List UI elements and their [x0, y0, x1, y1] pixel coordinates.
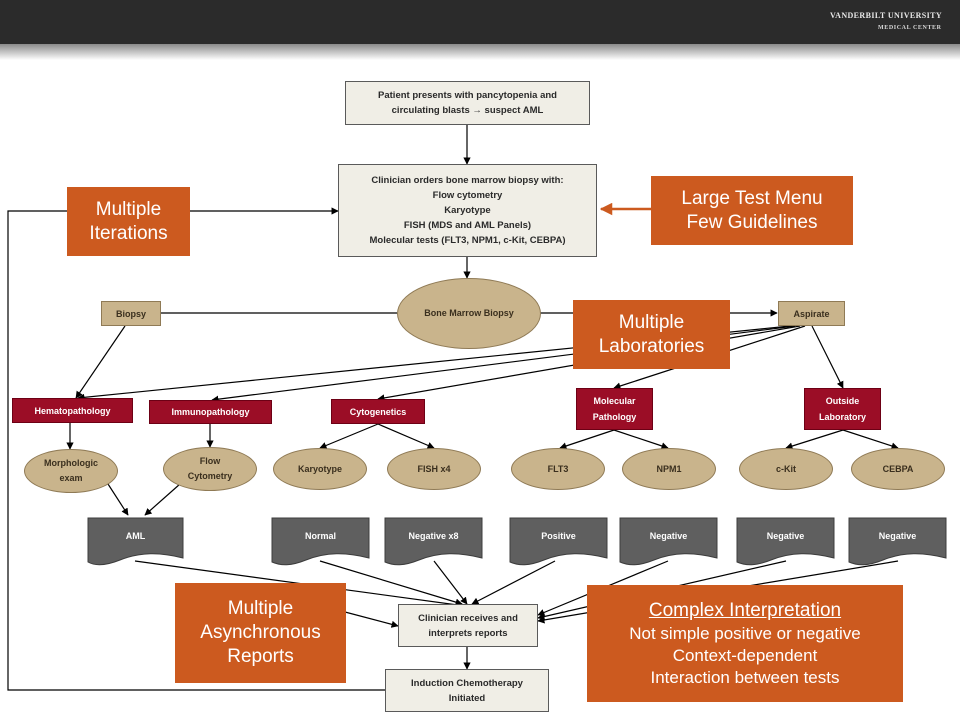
complex-title: Complex Interpretation	[648, 599, 842, 621]
callout-large-test-menu: Large Test Menu Few Guidelines	[651, 176, 853, 245]
test-flow-cytometry: Flow Cytometry	[163, 447, 257, 491]
complex-line3: Interaction between tests	[650, 667, 840, 687]
clinician-receives-box: Clinician receives and interprets report…	[398, 604, 538, 647]
report-shape-negative-ckit	[736, 517, 835, 566]
bone-marrow-biopsy-oval: Bone Marrow Biopsy	[397, 278, 541, 349]
test-ckit: c-Kit	[739, 448, 833, 490]
connector-outside-cebpa	[842, 429, 899, 450]
induction-box: Induction Chemotherapy Initiated	[385, 669, 549, 712]
connector-outside-ckit	[785, 429, 844, 450]
vanderbilt-logo: VANDERBILT UNIVERSITY MEDICAL CENTER	[830, 9, 952, 37]
orders-box: Clinician orders bone marrow biopsy with…	[338, 164, 597, 257]
result-negative-cebpa: Negative	[878, 531, 917, 541]
result-positive: Positive	[541, 531, 576, 541]
test-fish: FISH x4	[387, 448, 481, 490]
test-cebpa: CEBPA	[851, 448, 945, 490]
lab-cytogenetics: Cytogenetics	[331, 399, 425, 424]
report-shape-negative-x8	[384, 517, 483, 566]
connector-positive-clinician	[471, 560, 556, 605]
test-morphologic-exam: Morphologic exam	[24, 449, 118, 493]
connector-normal-clinician	[319, 560, 463, 606]
connector-molec-flt3	[559, 429, 615, 450]
connector-morph-aml	[107, 483, 129, 516]
logo-line1: VANDERBILT UNIVERSITY	[830, 11, 943, 20]
aspirate-box: Aspirate	[778, 301, 845, 326]
connector-aspirate-outside	[811, 325, 844, 389]
connector-fish-clinician	[433, 560, 468, 605]
lab-immunopathology: Immunopathology	[149, 400, 272, 424]
callout-multiple-iterations: Multiple Iterations	[67, 187, 190, 256]
complex-line1: Not simple positive or negative	[629, 623, 861, 643]
result-negative-x8: Negative x8	[408, 531, 459, 541]
connector-flow-aml	[144, 483, 181, 516]
test-flt3: FLT3	[511, 448, 605, 490]
connector-async-clinician	[344, 611, 399, 628]
connector-cyto-karyotype	[319, 423, 379, 449]
lab-hematopathology: Hematopathology	[12, 398, 133, 423]
callout-multiple-async-reports: Multiple Asynchronous Reports	[175, 583, 346, 683]
result-normal: Normal	[304, 531, 336, 541]
connector-cyto-fish	[377, 423, 435, 449]
result-negative-ckit: Negative	[766, 531, 805, 541]
callout-multiple-laboratories: Multiple Laboratories	[573, 300, 730, 369]
test-karyotype: Karyotype	[273, 448, 367, 490]
lab-molecular-pathology: Molecular Pathology	[576, 388, 653, 430]
presentation-box: Patient presents with pancytopenia and c…	[345, 81, 590, 125]
biopsy-box: Biopsy	[101, 301, 161, 326]
header-shadow	[0, 44, 960, 60]
callout-complex-interpretation: Complex Interpretation Not simple positi…	[587, 585, 903, 702]
connector-biopsy-hemepath	[75, 325, 126, 399]
report-shape-negative-npm1	[619, 517, 718, 566]
logo-line2: MEDICAL CENTER	[878, 25, 942, 31]
report-shape-normal	[271, 517, 370, 566]
report-shape-positive	[509, 517, 608, 566]
complex-line2: Context-dependent	[672, 645, 818, 665]
lab-outside-laboratory: Outside Laboratory	[804, 388, 881, 430]
report-shape-aml	[87, 517, 184, 566]
test-npm1: NPM1	[622, 448, 716, 490]
connector-molec-npm1	[613, 429, 669, 450]
report-shape-negative-cebpa	[848, 517, 947, 566]
header-bar: VANDERBILT UNIVERSITY MEDICAL CENTER	[0, 0, 960, 44]
result-aml: AML	[125, 531, 146, 541]
result-negative-npm1: Negative	[649, 531, 688, 541]
